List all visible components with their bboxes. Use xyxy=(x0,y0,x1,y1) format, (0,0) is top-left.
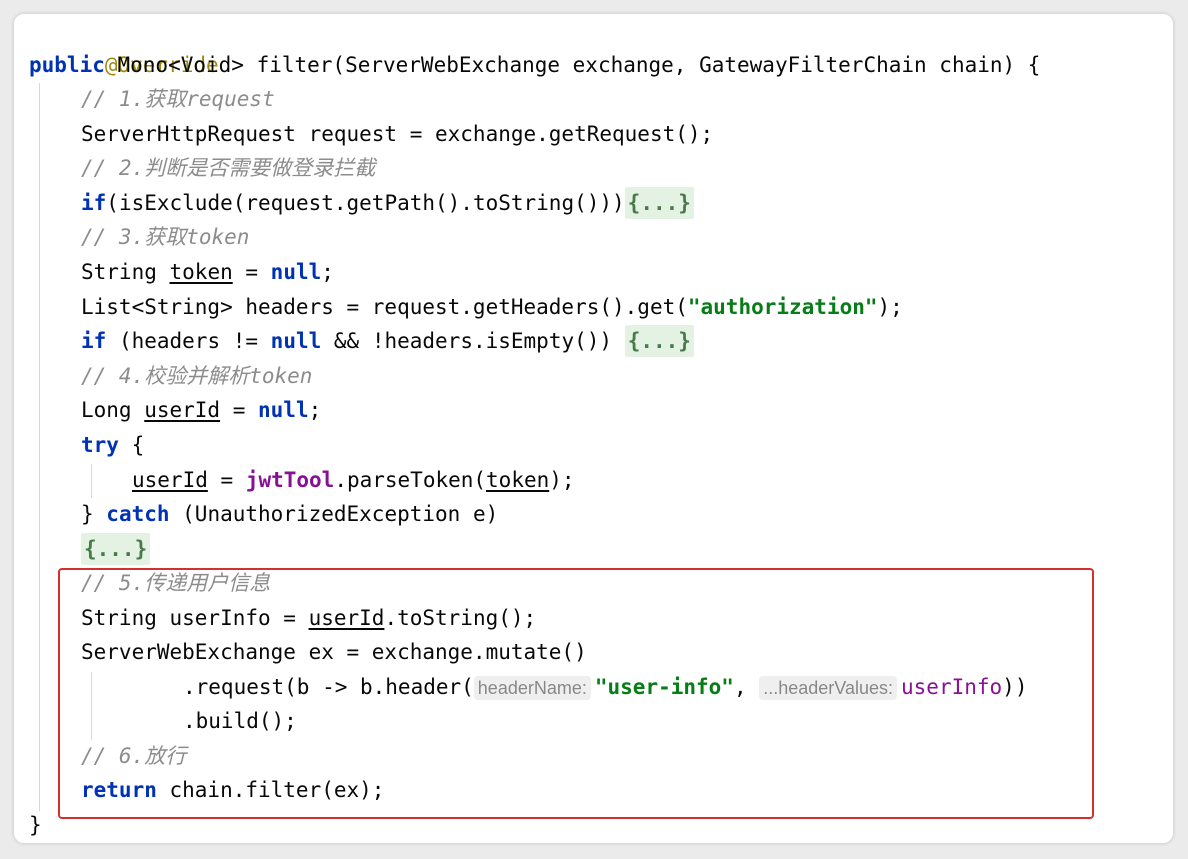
code-text: = xyxy=(220,398,259,422)
code-line-23: return chain.filter(ex); xyxy=(81,773,384,807)
field-reference: jwtTool xyxy=(245,468,335,492)
code-text: ServerHttpRequest request = exchange.get… xyxy=(81,122,714,146)
folded-region[interactable]: {...} xyxy=(624,325,694,357)
reassigned-variable: userId xyxy=(144,398,221,422)
indent-guide-try xyxy=(91,464,92,498)
code-line-19: ServerWebExchange ex = exchange.mutate() xyxy=(81,635,587,669)
reassigned-variable: userId xyxy=(132,468,208,492)
code-line-22: // 6.放行 xyxy=(81,739,186,773)
comment: // 2.判断是否需要做登录拦截 xyxy=(81,156,376,180)
code-text: Mono<Void> filter(ServerWebExchange exch… xyxy=(104,53,1041,77)
folded-region[interactable]: {...} xyxy=(624,187,694,219)
code-line-16: {...} xyxy=(81,532,151,566)
comment: // 4.校验并解析token xyxy=(81,364,313,388)
comment: // 3.获取token xyxy=(81,225,250,249)
keyword: catch xyxy=(106,502,170,526)
keyword: null xyxy=(270,329,322,353)
comment: // 1.获取request xyxy=(81,87,275,111)
parameter-hint-header-name: headerName: xyxy=(473,676,591,700)
code-text: ); xyxy=(549,468,575,492)
code-text: ServerWebExchange ex = exchange.mutate() xyxy=(81,640,587,664)
code-text: .parseToken( xyxy=(334,468,487,492)
keyword: try xyxy=(81,433,119,457)
code-line-21: .build(); xyxy=(183,704,297,738)
string-literal: "authorization" xyxy=(687,295,878,319)
code-line-2: public Mono<Void> filter(ServerWebExchan… xyxy=(29,48,1040,82)
code-text: (isExclude(request.getPath().toString())… xyxy=(106,191,625,215)
code-text: )) xyxy=(1002,675,1028,699)
keyword: null xyxy=(270,260,322,284)
comment: // 6.放行 xyxy=(81,744,187,768)
code-line-1: @Override xyxy=(29,14,219,77)
code-text: { xyxy=(118,433,145,457)
code-snippet-card: @Override public Mono<Void> filter(Serve… xyxy=(14,14,1173,843)
keyword: if xyxy=(81,329,107,353)
code-text: (headers != xyxy=(106,329,271,353)
code-line-12: Long userId = null; xyxy=(81,393,321,427)
code-text: } xyxy=(81,502,107,526)
code-line-13: try { xyxy=(81,428,144,462)
code-line-18: String userInfo = userId.toString(); xyxy=(81,601,536,635)
code-line-9: List<String> headers = request.getHeader… xyxy=(81,290,903,324)
code-line-7: // 3.获取token xyxy=(81,220,249,254)
reassigned-variable: userId xyxy=(308,606,385,630)
code-text: Long xyxy=(81,398,145,422)
code-text: chain.filter(ex); xyxy=(156,778,385,802)
code-text: } xyxy=(29,813,42,837)
code-text: ); xyxy=(877,295,903,319)
code-text: .request(b -> b.header( xyxy=(183,675,474,699)
keyword: return xyxy=(81,778,157,802)
code-text: String xyxy=(81,260,170,284)
code-line-24: } xyxy=(29,808,42,842)
code-line-10: if (headers != null && !headers.isEmpty(… xyxy=(81,324,694,358)
code-text: List<String> headers = request.getHeader… xyxy=(81,295,688,319)
keyword: null xyxy=(258,398,309,422)
indent-guide xyxy=(39,83,40,811)
code-line-3: // 1.获取request xyxy=(81,82,275,116)
code-text: && !headers.isEmpty()) xyxy=(321,329,625,353)
annotation-override: @Override xyxy=(104,53,219,77)
indent-guide-chain xyxy=(91,672,92,740)
code-text: ; xyxy=(308,398,322,422)
code-text: (UnauthorizedException e) xyxy=(169,502,499,526)
parameter-hint-header-values: ...headerValues: xyxy=(759,676,898,700)
string-literal: "user-info" xyxy=(594,675,734,699)
code-line-8: String token = null; xyxy=(81,255,334,289)
code-text: .toString(); xyxy=(384,606,537,630)
keyword: public xyxy=(29,53,105,77)
variable-reference: userInfo xyxy=(901,675,1003,699)
code-line-11: // 4.校验并解析token xyxy=(81,359,312,393)
reassigned-variable: token xyxy=(486,468,550,492)
code-text: = xyxy=(232,260,271,284)
code-text: , xyxy=(733,675,760,699)
code-line-5: // 2.判断是否需要做登录拦截 xyxy=(81,151,375,185)
code-text: ; xyxy=(321,260,334,284)
code-line-14: userId = jwtTool.parseToken(token); xyxy=(132,463,575,497)
reassigned-variable: token xyxy=(169,260,233,284)
code-text: String userInfo = xyxy=(81,606,309,630)
folded-region[interactable]: {...} xyxy=(81,533,151,565)
code-line-4: ServerHttpRequest request = exchange.get… xyxy=(81,117,713,151)
code-line-17: // 5.传递用户信息 xyxy=(81,566,270,600)
code-line-15: } catch (UnauthorizedException e) xyxy=(81,497,498,531)
code-text: .build(); xyxy=(183,709,297,733)
code-text: = xyxy=(207,468,246,492)
code-line-20: .request(b -> b.header(headerName:"user-… xyxy=(183,670,1027,704)
code-line-6: if(isExclude(request.getPath().toString(… xyxy=(81,186,694,220)
keyword: if xyxy=(81,191,107,215)
comment: // 5.传递用户信息 xyxy=(81,571,271,595)
